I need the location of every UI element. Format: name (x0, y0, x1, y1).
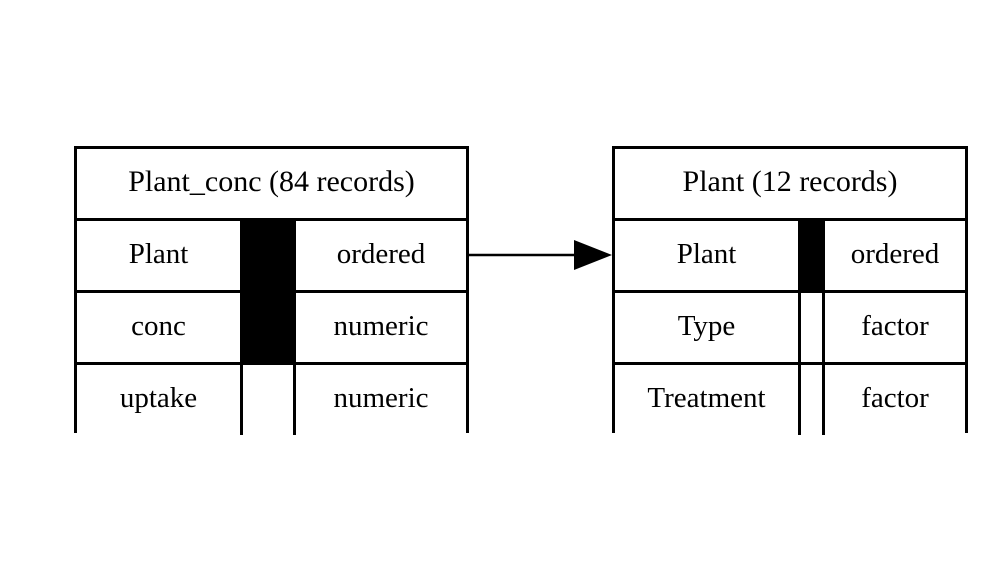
field-name: Treatment (615, 365, 798, 435)
entity-plant-title: Plant (12 records) (615, 149, 965, 221)
field-type: ordered (296, 221, 466, 290)
table-row[interactable]: Plant ordered (615, 221, 965, 293)
table-row[interactable]: conc numeric (77, 293, 466, 365)
field-name: conc (77, 293, 240, 362)
table-row[interactable]: Type factor (615, 293, 965, 365)
field-name: Type (615, 293, 798, 362)
relationship-arrow-icon (466, 240, 612, 270)
entity-plant-conc[interactable]: Plant_conc (84 records) Plant ordered co… (74, 146, 469, 435)
primary-key-marker-icon (240, 221, 296, 290)
key-marker-empty-icon (240, 365, 296, 435)
table-row[interactable]: Plant ordered (77, 221, 466, 293)
field-type: numeric (296, 365, 466, 435)
field-type: ordered (825, 221, 965, 290)
entity-plant-conc-title: Plant_conc (84 records) (77, 149, 466, 221)
field-name: Plant (77, 221, 240, 290)
field-type: factor (825, 293, 965, 362)
key-marker-empty-icon (798, 293, 825, 362)
field-type: numeric (296, 293, 466, 362)
key-marker-empty-icon (798, 365, 825, 435)
arrowhead-icon (574, 240, 612, 270)
table-row[interactable]: uptake numeric (77, 365, 466, 435)
field-name: uptake (77, 365, 240, 435)
primary-key-marker-icon (240, 293, 296, 362)
field-name: Plant (615, 221, 798, 290)
primary-key-marker-icon (798, 221, 825, 290)
entity-plant[interactable]: Plant (12 records) Plant ordered Type fa… (612, 146, 968, 435)
table-row[interactable]: Treatment factor (615, 365, 965, 435)
field-type: factor (825, 365, 965, 435)
